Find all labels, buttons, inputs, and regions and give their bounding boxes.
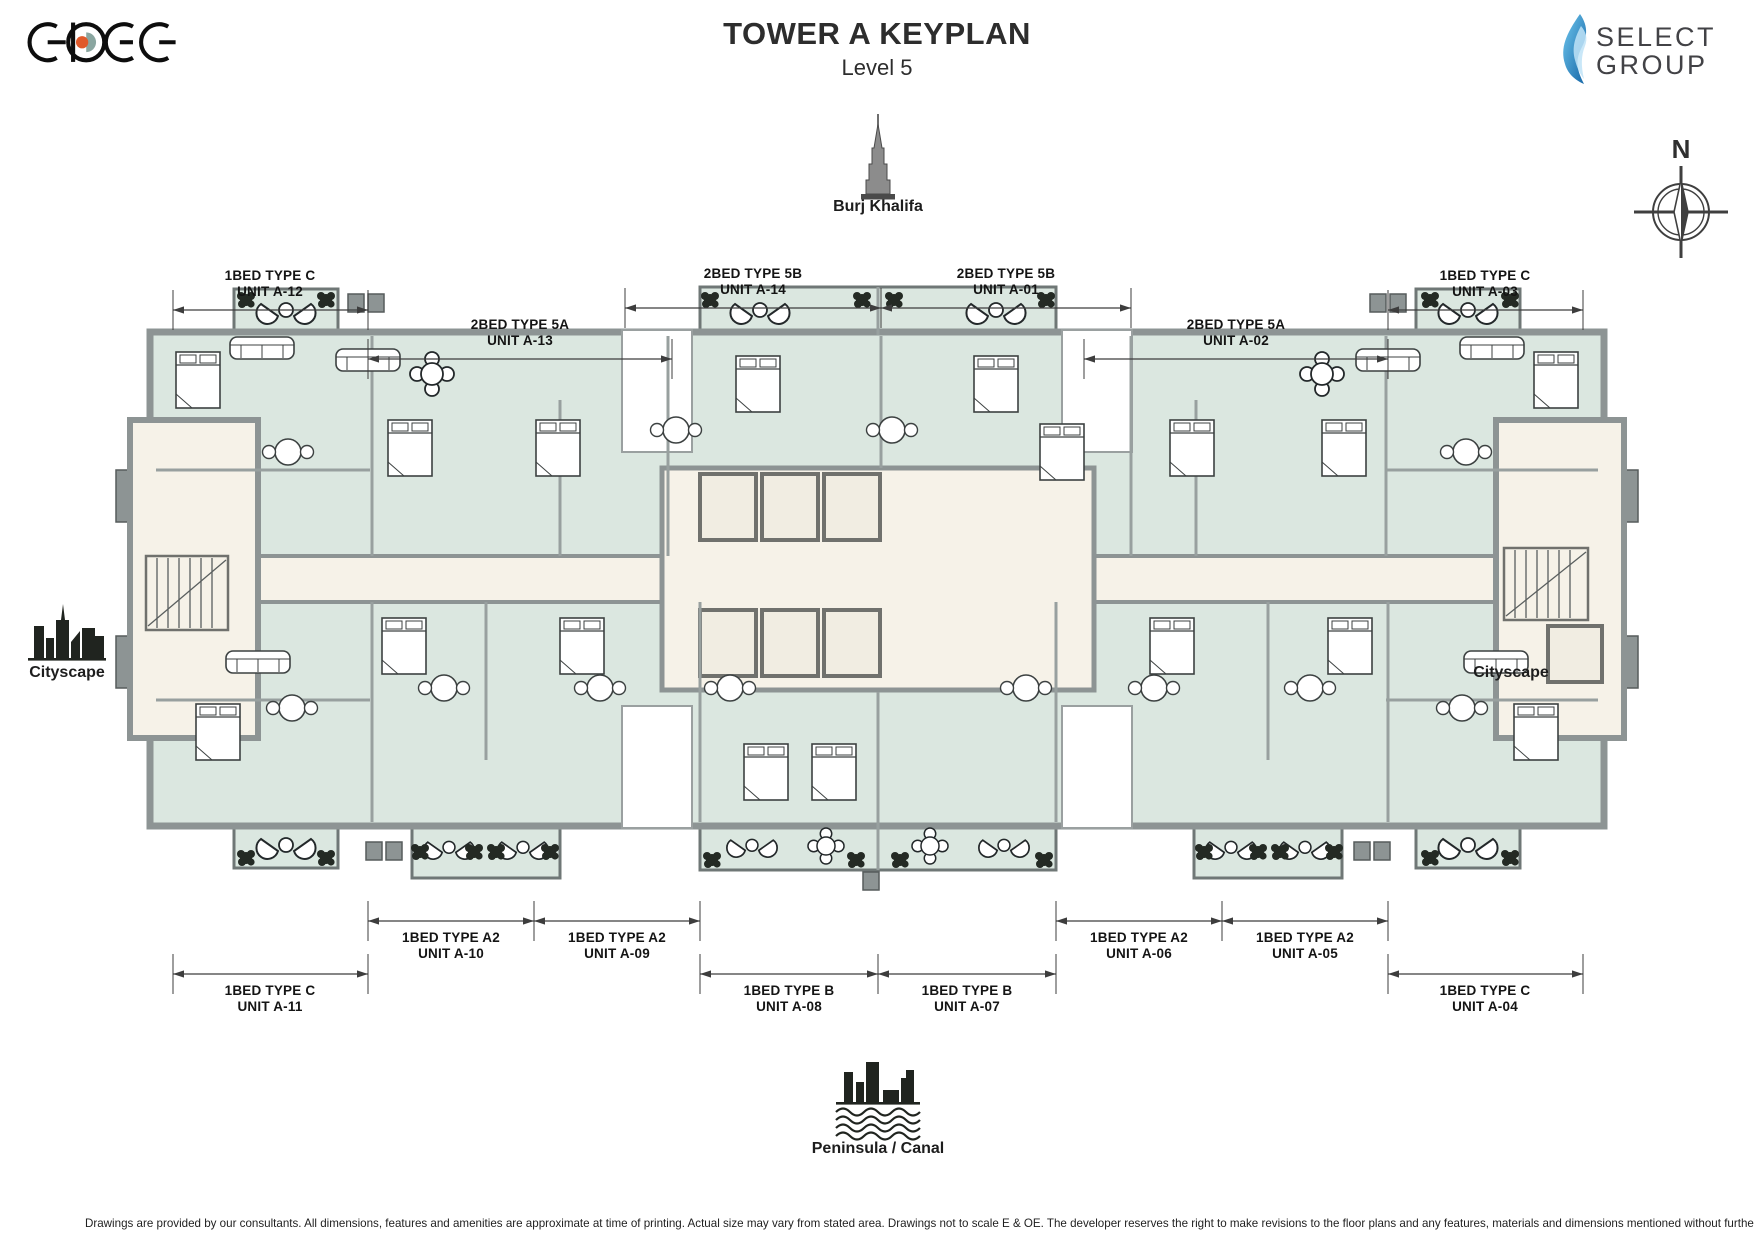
peninsula-canal-label: Peninsula / Canal [811,1140,945,1157]
page-title: TOWER A KEYPLAN [723,16,1031,51]
unit-type-unit-a-08: 1BED TYPE B [743,983,835,998]
page-subtitle: Level 5 [841,55,913,80]
unit-number-unit-a-04: UNIT A-04 [1452,999,1518,1014]
unit-number-unit-a-08: UNIT A-08 [756,999,822,1014]
unit-type-unit-a-10: 1BED TYPE A2 [402,930,500,945]
unit-number-unit-a-05: UNIT A-05 [1272,946,1338,961]
unit-type-unit-a-02: 2BED TYPE 5A [1186,317,1286,332]
unit-type-unit-a-11: 1BED TYPE C [224,983,316,998]
unit-number-unit-a-11: UNIT A-11 [237,999,303,1014]
peninsula-canal-icon [834,1060,922,1141]
unit-number-unit-a-02: UNIT A-02 [1203,333,1269,348]
dimension-unit-a-12 [172,290,369,330]
disclaimer-text: Drawings are provided by our consultants… [85,1217,1754,1230]
compass-icon [1634,166,1728,258]
elevator-shafts [698,472,1604,684]
unit-type-unit-a-04: 1BED TYPE C [1439,983,1531,998]
unit-number-unit-a-12: UNIT A-12 [237,284,303,299]
cityscape-right-label: Cityscape [1473,664,1549,681]
unit-type-unit-a-05: 1BED TYPE A2 [1256,930,1354,945]
compass-north-label: N [1671,134,1691,164]
burj-khalifa-icon [861,114,895,200]
cityscape-left-icon [28,604,106,661]
unit-type-unit-a-07: 1BED TYPE B [921,983,1013,998]
burj-khalifa-label: Burj Khalifa [833,198,923,215]
unit-number-unit-a-09: UNIT A-09 [584,946,650,961]
unit-type-unit-a-06: 1BED TYPE A2 [1090,930,1188,945]
dimension-unit-a-09 [533,901,701,941]
unit-type-unit-a-13: 2BED TYPE 5A [470,317,570,332]
unit-type-unit-a-09: 1BED TYPE A2 [568,930,666,945]
unit-number-unit-a-07: UNIT A-07 [934,999,1000,1014]
building [115,285,1639,891]
edge-logo [27,22,176,63]
unit-number-unit-a-03: UNIT A-03 [1452,284,1518,299]
unit-number-unit-a-06: UNIT A-06 [1106,946,1172,961]
unit-type-unit-a-03: 1BED TYPE C [1439,268,1531,283]
dimension-unit-a-01 [880,288,1132,328]
unit-number-unit-a-01: UNIT A-01 [973,282,1039,297]
unit-type-unit-a-12: 1BED TYPE C [224,268,316,283]
east-stair [1502,546,1590,622]
cityscape-left-label: Cityscape [29,664,105,681]
unit-type-unit-a-14: 2BED TYPE 5B [703,266,803,281]
select-group-flame-icon [1563,14,1587,84]
dimension-lines [172,288,1584,994]
unit-number-unit-a-10: UNIT A-10 [418,946,484,961]
dimension-unit-a-02 [1083,339,1389,379]
dimension-unit-a-07 [877,954,1057,994]
dimension-unit-a-11 [172,954,369,994]
west-stair [144,554,230,632]
unit-type-unit-a-01: 2BED TYPE 5B [956,266,1056,281]
dimension-unit-a-05 [1221,901,1389,941]
recess-notches [621,329,1133,829]
select-group-logo-text-line2: GROUP [1596,50,1708,80]
dimension-unit-a-13 [367,339,673,379]
dimension-unit-a-03 [1387,290,1584,330]
select-group-logo-text-line1: SELECT [1596,22,1717,52]
dimension-unit-a-04 [1387,954,1584,994]
unit-number-unit-a-13: UNIT A-13 [487,333,553,348]
unit-number-unit-a-14: UNIT A-14 [720,282,786,297]
